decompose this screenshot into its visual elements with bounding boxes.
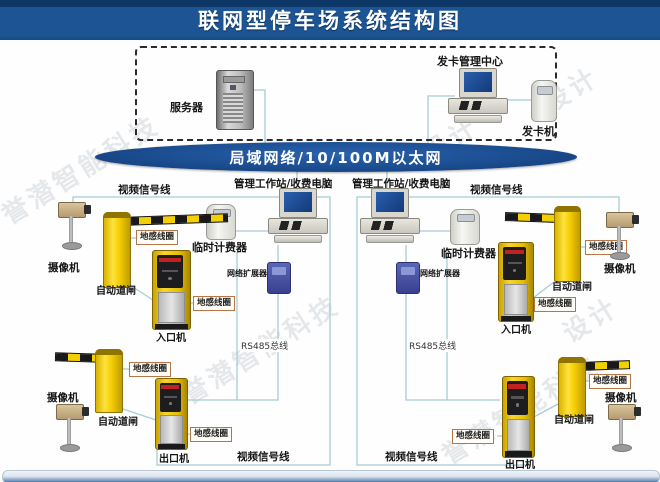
ground-loop-label: 地感线圈 [534,297,577,312]
ground-loop-label: 地感线圈 [136,230,179,245]
entrance-machine-right-label: 入口机 [501,325,531,336]
lan-ethernet-bus: 局域网络/10/100M以太网 [95,142,577,172]
exit-machine-left-label: 出口机 [159,454,189,465]
server-icon [216,70,254,130]
video-line-bottom-left-label: 视频信号线 [237,451,290,463]
temp-fee-meter-right-label: 临时计费器 [441,247,496,260]
workstation-left-label: 管理工作站/收费电脑 [234,178,333,190]
ground-loop-label: 地感线圈 [452,429,495,444]
ground-loop-label: 地感线圈 [193,296,236,311]
exit-machine-right-icon [502,376,535,458]
ground-loop-label: 地感线圈 [190,427,233,442]
ground-loop-label: 地感线圈 [129,362,172,377]
workstation-right-icon [358,188,420,244]
network-extender-left-icon [267,262,291,294]
video-line-top-right-label: 视频信号线 [470,184,523,196]
camera-top-left-label: 摄像机 [48,262,80,274]
rs485-right-label: RS485总线 [408,339,458,352]
barrier-post-top-right [554,206,581,282]
auto-barrier-top-right-label: 自动道闸 [552,282,592,293]
card-issuer-icon [531,80,557,122]
workstation-right-label: 管理工作站/收费电脑 [352,178,451,190]
camera-bottom-right-label: 摄像机 [605,392,637,404]
entrance-machine-left-label: 入口机 [156,333,186,344]
barrier-arm-top-right [504,212,560,223]
network-extender-right-label: 网络扩展器 [420,269,460,278]
camera-bottom-left-label: 摄像机 [47,392,79,404]
auto-barrier-top-left-label: 自动道闸 [96,286,136,297]
camera-bottom-right-icon [602,402,646,454]
camera-bottom-left-icon [50,402,94,454]
lan-label: 局域网络/10/100M以太网 [229,148,443,167]
card-center-label: 发卡管理中心 [437,55,503,68]
exit-machine-right-label: 出口机 [505,460,535,471]
video-line-top-left-label: 视频信号线 [118,184,171,196]
exit-machine-left-icon [155,378,188,450]
ground-loop-label: 地感线圈 [589,374,632,389]
entrance-machine-right-icon [498,242,534,322]
workstation-left-icon [266,188,328,244]
auto-barrier-bottom-right-label: 自动道闸 [554,415,594,426]
camera-top-right-icon [600,210,644,262]
camera-top-right-label: 摄像机 [604,263,636,275]
card-machine-label: 发卡机 [522,125,555,138]
temp-fee-meter-left-label: 临时计费器 [192,241,247,254]
entrance-machine-left-icon [152,250,191,330]
video-line-bottom-right-label: 视频信号线 [385,451,438,463]
barrier-post-top-left [103,212,131,288]
barrier-post-bottom-left [95,349,123,413]
network-extender-right-icon [396,262,420,294]
bottom-divider-bar [2,470,660,482]
auto-barrier-bottom-left-label: 自动道闸 [98,417,138,428]
barrier-post-bottom-right [558,357,586,417]
barrier-arm-bottom-right [581,360,631,371]
rs485-left-label: RS485总线 [240,339,290,352]
server-label: 服务器 [170,101,203,114]
card-center-computer-icon [446,68,508,124]
camera-top-left-icon [52,200,96,252]
network-extender-left-label: 网络扩展器 [227,269,267,278]
title-bar: 联网型停车场系统结构图 [0,0,660,40]
temp-fee-meter-right-icon [450,209,480,245]
page-title: 联网型停车场系统结构图 [198,9,462,33]
